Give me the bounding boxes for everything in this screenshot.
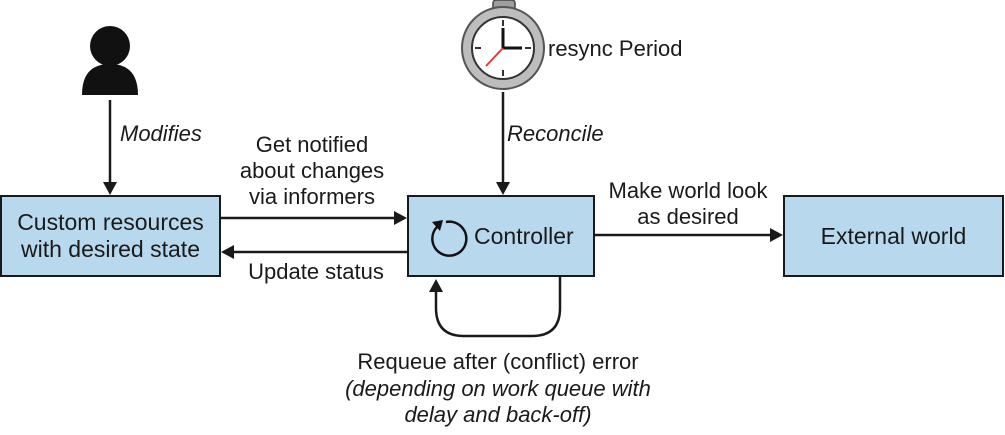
make-world-label: Make world look as desired [608,178,768,229]
external-world-node [783,195,1004,277]
requeue-label: Requeue after (conflict) error [357,349,639,374]
reconcile-arrow [496,92,510,195]
cycle-icon [431,220,468,257]
requeue-loop-arrow [429,276,562,338]
stopwatch-icon [461,0,545,90]
controller-node [407,195,595,277]
controller-label: Controller [474,223,574,249]
person-icon [82,26,138,95]
modifies-label: Modifies [120,121,202,146]
external-world-label: External world [820,223,967,249]
notify-arrow [220,211,407,225]
update-status-arrow [221,245,408,259]
reconcile-label: Reconcile [507,121,604,146]
custom-resources-node [0,195,221,277]
requeue-detail-label: (depending on work queue with delay and … [345,376,651,427]
update-status-label: Update status [248,259,384,284]
make-world-arrow [594,228,783,242]
custom-resources-label: Custom resources with desired state [17,209,204,262]
modifies-arrow [103,100,117,195]
get-notified-label: Get notified about changes via informers [239,132,385,209]
resync-period-label: resync Period [548,36,683,61]
